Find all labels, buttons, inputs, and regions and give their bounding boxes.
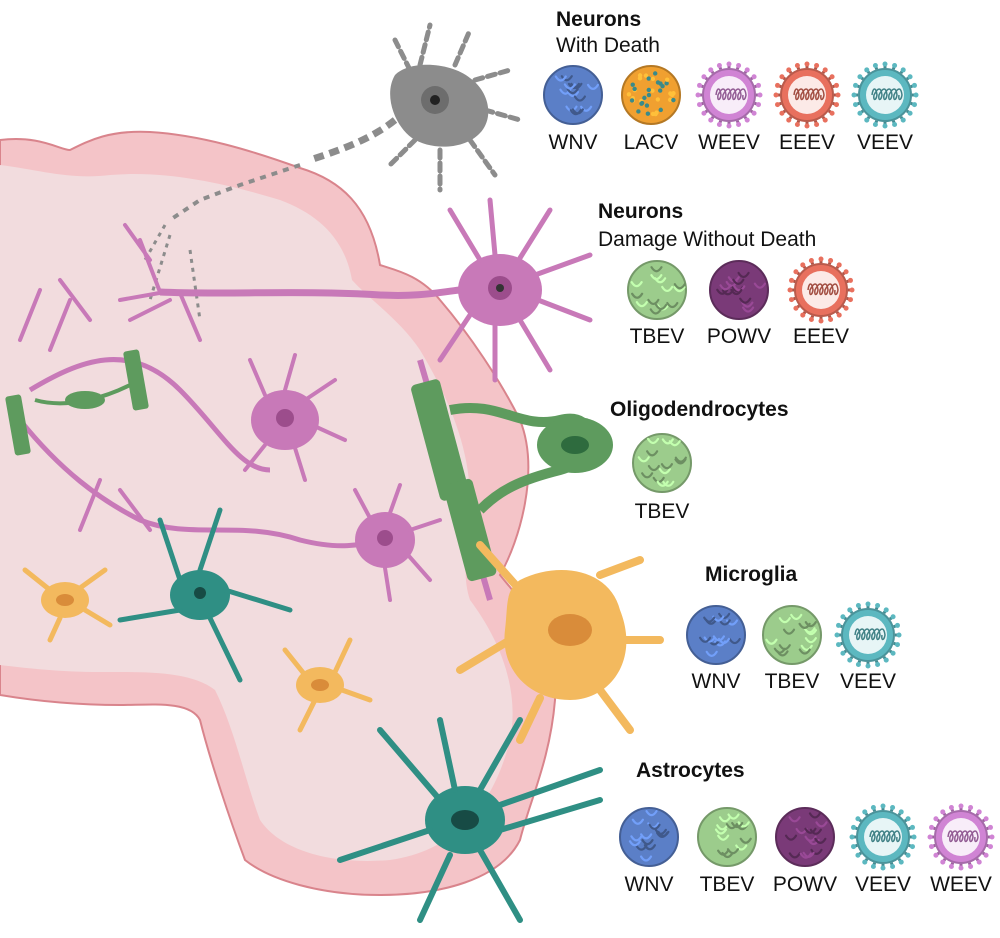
virus-label: TBEV <box>634 500 690 523</box>
damaged-neuron <box>118 197 593 383</box>
powv-virus-icon <box>709 260 769 320</box>
virus-label: TBEV <box>764 670 820 693</box>
virus-label: WNV <box>691 670 741 693</box>
oligodendrocyte <box>411 359 613 601</box>
astrocyte-large <box>337 717 603 923</box>
neuron-network <box>5 278 442 602</box>
wnv-virus-icon <box>543 65 603 125</box>
virus-label: EEEV <box>792 325 850 348</box>
group-title-microglia: Microglia <box>705 563 798 586</box>
brain-tissue <box>0 130 557 897</box>
weev-virus-icon <box>695 61 763 129</box>
lacv-virus-icon <box>621 65 681 125</box>
veev-virus-icon <box>834 601 902 669</box>
tbev-virus-icon <box>697 807 757 867</box>
group-title-astrocytes: Astrocytes <box>636 759 745 782</box>
wnv-virus-icon <box>686 605 746 665</box>
tissue-inner <box>0 165 513 861</box>
astrocyte-small <box>117 507 293 683</box>
virus-label: POWV <box>772 873 838 896</box>
veev-virus-icon <box>851 61 919 129</box>
virus-label: VEEV <box>854 873 912 896</box>
microglia-cells <box>22 541 664 744</box>
virus-label: EEEV <box>778 131 836 154</box>
group-subtitle-neurons-damage: Damage Without Death <box>598 228 817 251</box>
virus-label: WEEV <box>698 131 760 154</box>
virus-label: TBEV <box>629 325 685 348</box>
virus-particles <box>543 61 995 871</box>
virus-label: WEEV <box>930 873 992 896</box>
virus-label: TBEV <box>699 873 755 896</box>
eeev-virus-icon <box>773 61 841 129</box>
virus-label: WNV <box>548 131 598 154</box>
tbev-virus-icon <box>627 260 687 320</box>
virus-label: POWV <box>706 325 772 348</box>
virus-label: VEEV <box>839 670 897 693</box>
group-title-neurons-death: Neurons <box>556 8 642 31</box>
tbev-virus-icon <box>762 605 822 665</box>
virus-label: LACV <box>623 131 679 154</box>
dead-neuron <box>143 22 523 321</box>
group-title-oligodendrocytes: Oligodendrocytes <box>610 398 789 421</box>
virus-label: WNV <box>624 873 674 896</box>
veev-virus-icon <box>849 803 917 871</box>
eeev-virus-icon <box>787 256 855 324</box>
weev-virus-icon <box>927 803 995 871</box>
virus-label: VEEV <box>856 131 914 154</box>
group-title-neurons-damage: Neurons <box>598 200 684 223</box>
group-subtitle-neurons-death: With Death <box>556 34 660 57</box>
powv-virus-icon <box>775 807 835 867</box>
tbev-virus-icon <box>632 433 692 493</box>
wnv-virus-icon <box>619 807 679 867</box>
